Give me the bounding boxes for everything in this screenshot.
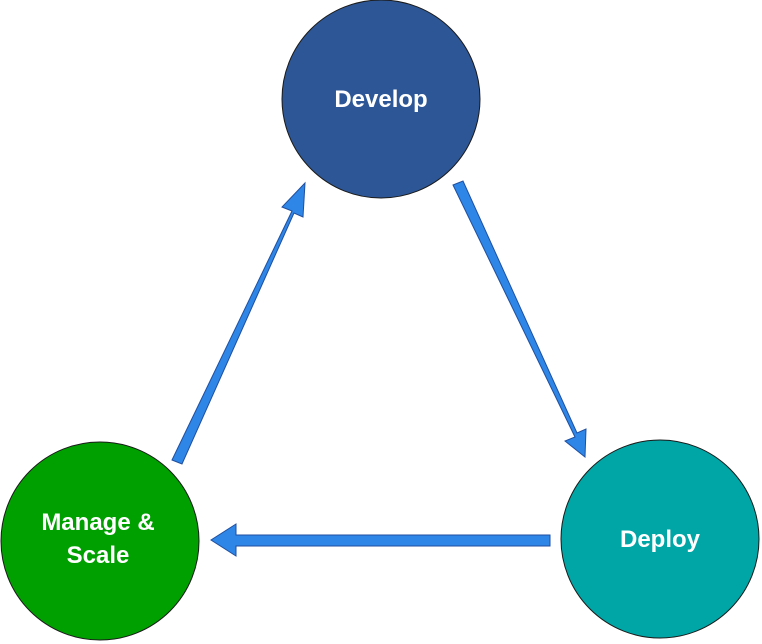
deploy-circle — [560, 439, 760, 639]
manage-scale-label-line2: Scale — [67, 542, 130, 569]
manage-scale-circle — [0, 441, 200, 641]
arrow-develop-to-deploy — [452, 180, 587, 459]
arrow-deploy-to-manage — [210, 523, 551, 557]
develop-node: Develop — [281, 0, 481, 199]
develop-label: Develop — [334, 86, 427, 113]
arrow-manage-to-develop — [171, 181, 306, 465]
develop-circle — [281, 0, 481, 199]
manage-scale-label-line1: Manage & — [41, 509, 154, 536]
deploy-label: Deploy — [620, 526, 701, 553]
deploy-node: Deploy — [560, 439, 760, 639]
manage-scale-node: Manage & Scale — [0, 441, 200, 641]
